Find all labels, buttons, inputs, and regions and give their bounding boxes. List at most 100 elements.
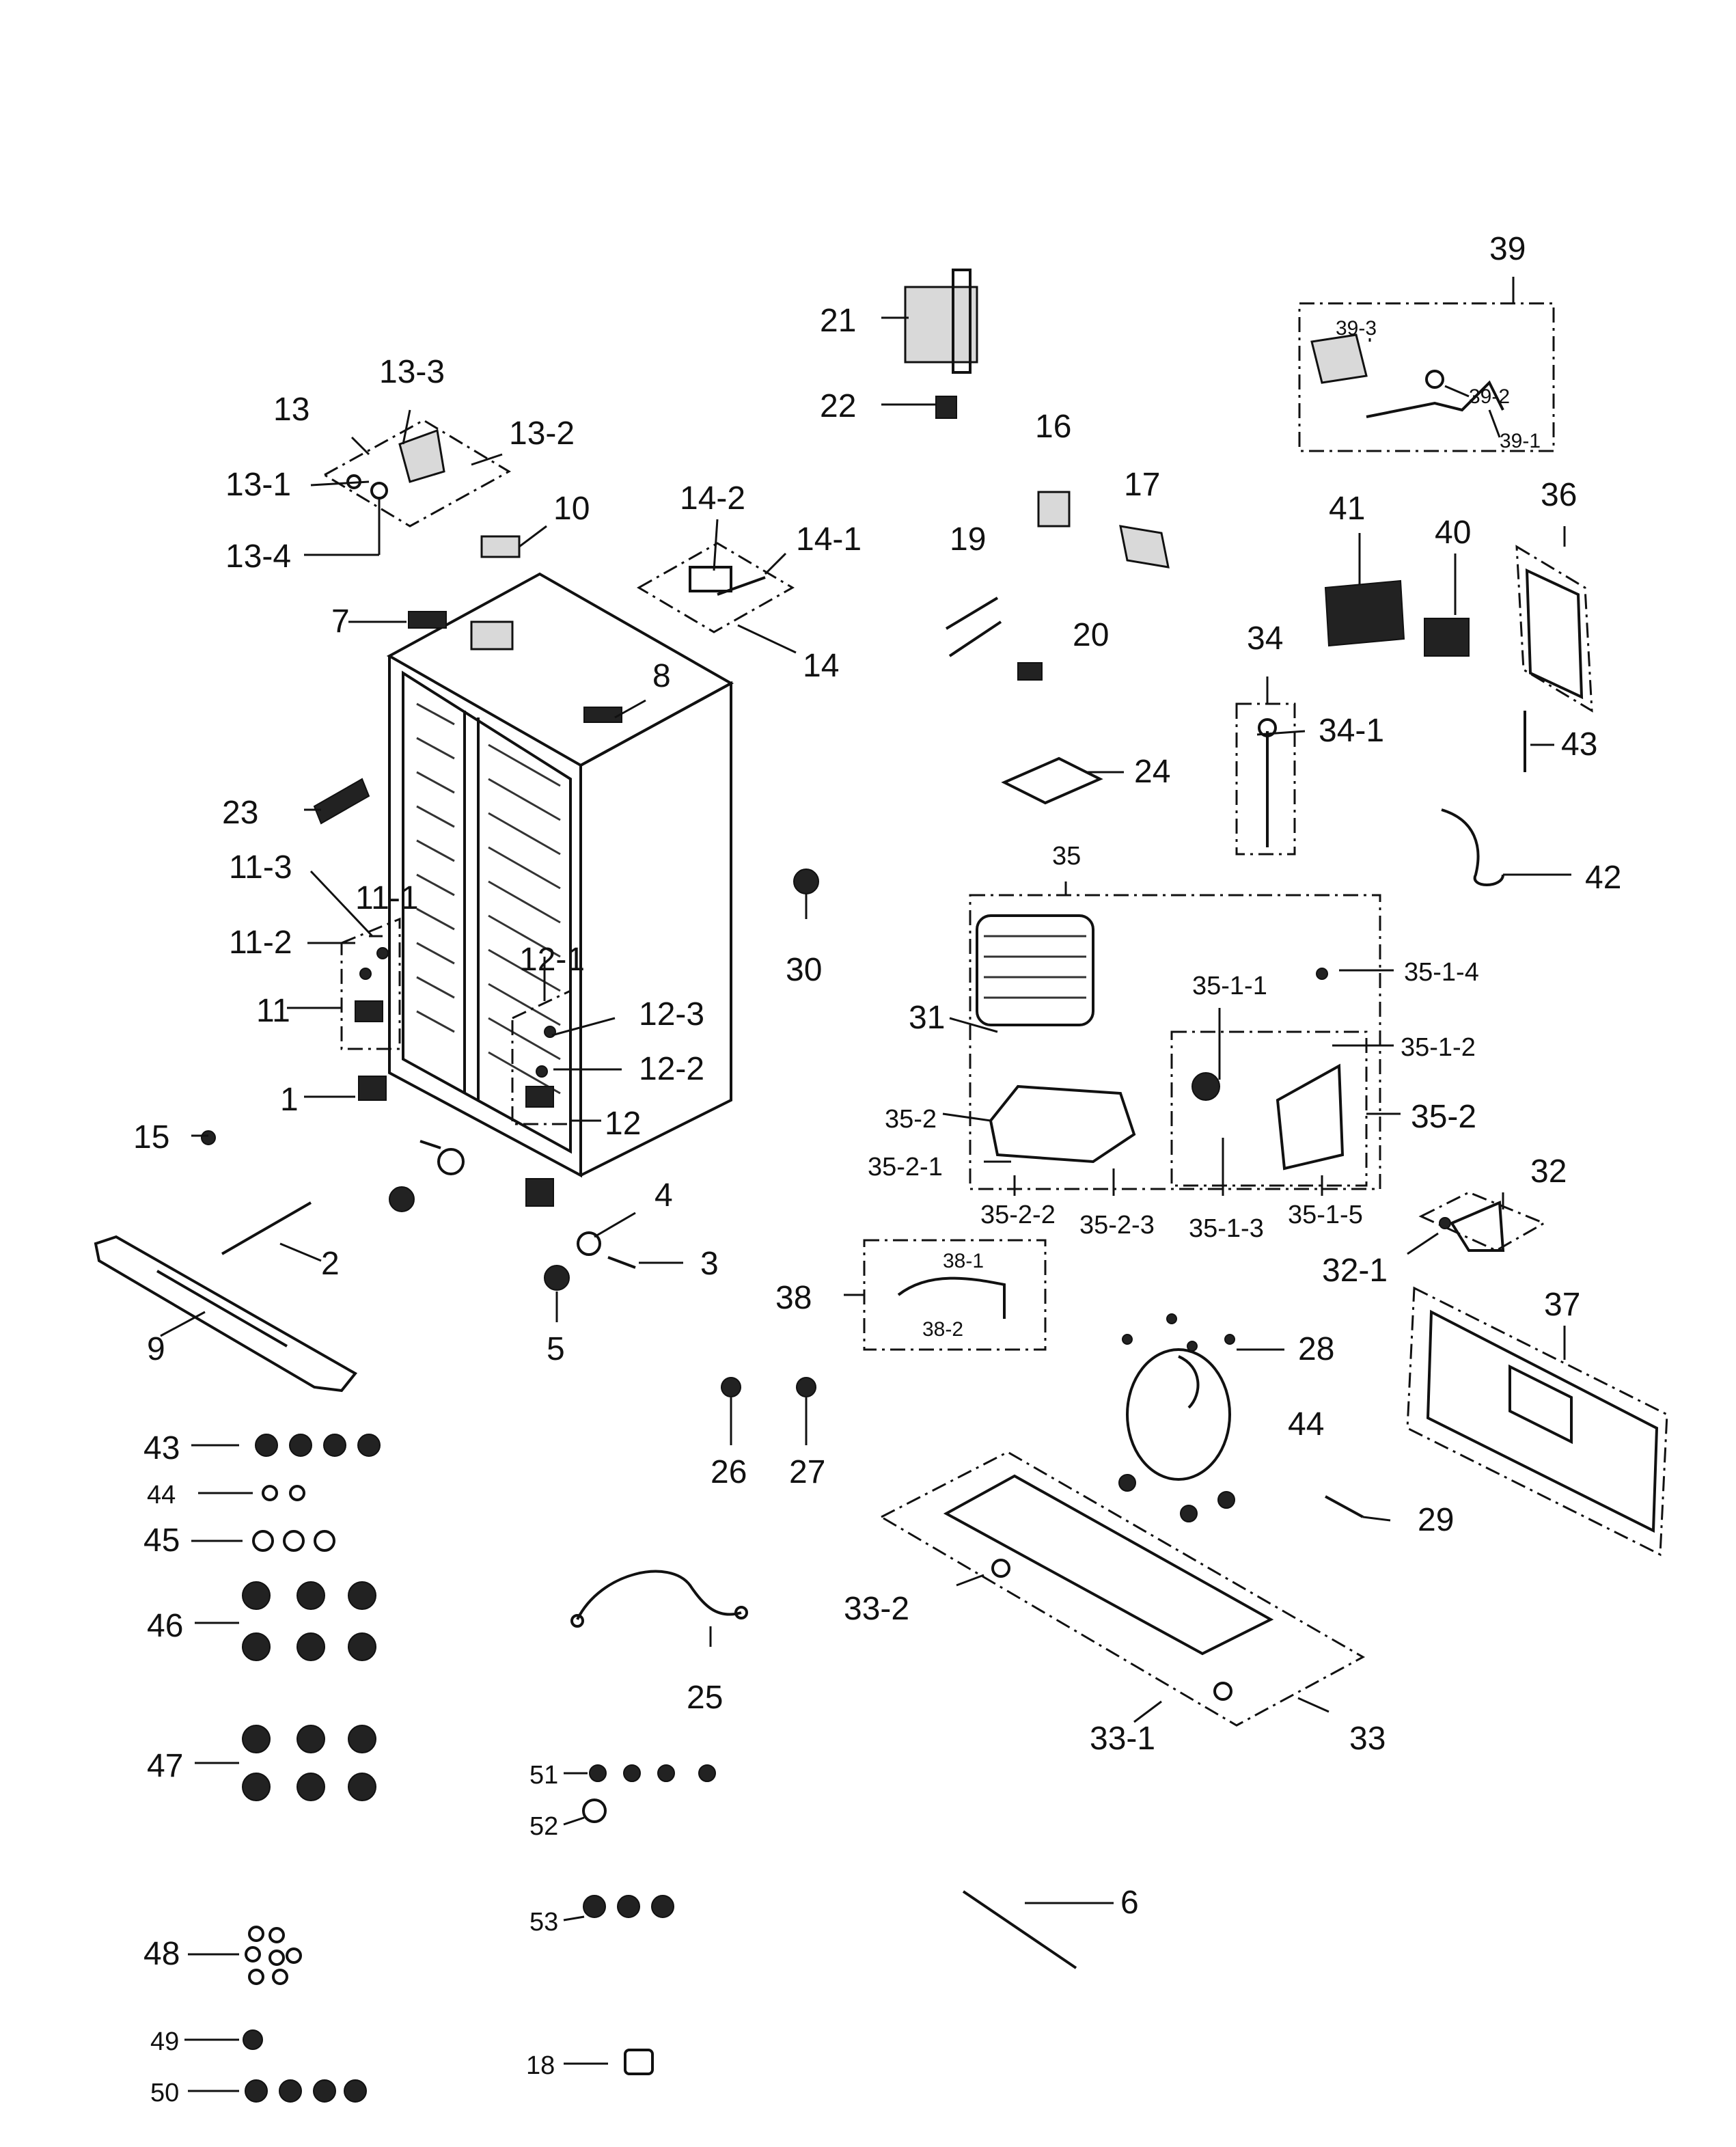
label-21: 21 [820, 303, 856, 339]
part-2-strip [221, 1201, 312, 1255]
label-33-1: 33-1 [1090, 1721, 1155, 1757]
part-labels: 7 1 2 3 4 5 8 9 10 11 11-1 11-2 11-3 12 … [133, 231, 1621, 2107]
part-24-heater [1001, 756, 1103, 805]
part-37-cover [1406, 1286, 1668, 1557]
label-52: 52 [529, 1812, 558, 1841]
label-12-1: 12-1 [519, 942, 585, 978]
label-36: 36 [1541, 477, 1577, 513]
refrigerator-cabinet [386, 572, 734, 1178]
label-34-1: 34-1 [1319, 713, 1384, 749]
label-45: 45 [143, 1522, 180, 1559]
label-38-1: 38-1 [943, 1250, 984, 1272]
hardware-49 [243, 2029, 263, 2050]
label-25: 25 [687, 1680, 723, 1716]
part-6-rod [962, 1890, 1077, 1969]
part-28-screws [1122, 1313, 1235, 1352]
label-1: 1 [280, 1082, 299, 1118]
label-41: 41 [1329, 491, 1365, 527]
part-foot-holder [525, 1178, 554, 1207]
part-12-assy [511, 989, 572, 1125]
part-8-bracket [583, 707, 622, 723]
part-13-hinge-assy [322, 419, 512, 528]
label-8: 8 [652, 658, 671, 694]
hardware-51 [589, 1764, 716, 1782]
hardware-44 [262, 1485, 305, 1501]
label-13-1: 13-1 [225, 467, 291, 503]
label-26: 26 [711, 1454, 747, 1490]
label-22: 22 [820, 388, 856, 424]
part-20-clip [1017, 662, 1043, 681]
label-19: 19 [950, 521, 986, 558]
part-39-assy [1298, 302, 1555, 452]
part-32-assy [1418, 1191, 1547, 1252]
label-50: 50 [150, 2079, 179, 2107]
label-3: 3 [700, 1246, 719, 1282]
label-31: 31 [909, 1000, 945, 1036]
hardware-53 [583, 1895, 674, 1918]
part-1-holder [358, 1076, 387, 1101]
hardware-45 [252, 1530, 335, 1552]
label-20: 20 [1073, 617, 1109, 653]
part-44-compressor [1118, 1348, 1235, 1522]
label-13: 13 [273, 392, 309, 428]
label-4: 4 [655, 1177, 673, 1214]
part-10-hinge [480, 535, 521, 558]
label-10: 10 [553, 491, 590, 527]
hardware-43 [255, 1434, 381, 1457]
label-38-2: 38-2 [922, 1318, 963, 1341]
label-32-1: 32-1 [1322, 1253, 1388, 1289]
label-51: 51 [529, 1761, 558, 1790]
label-29: 29 [1418, 1502, 1454, 1538]
part-25-wire [570, 1570, 748, 1628]
label-30: 30 [786, 952, 822, 988]
part-29-fitting [1325, 1495, 1364, 1518]
hardware-48 [245, 1926, 302, 1985]
part-4-bushing [577, 1231, 601, 1256]
label-48: 48 [143, 1936, 180, 1972]
part-17-bracket [1119, 525, 1170, 569]
part-23-bracket [313, 778, 370, 825]
hardware-52 [582, 1799, 607, 1823]
label-35-1-3: 35-1-3 [1189, 1214, 1264, 1243]
label-14-1: 14-1 [796, 521, 862, 558]
label-44-compressor: 44 [1288, 1406, 1324, 1442]
label-46: 46 [147, 1608, 183, 1644]
label-11: 11 [256, 993, 290, 1029]
label-13-3: 13-3 [379, 354, 445, 390]
label-9: 9 [147, 1331, 165, 1367]
part-5-leg [544, 1265, 570, 1291]
label-49: 49 [150, 2027, 179, 2056]
label-7: 7 [331, 603, 350, 640]
label-16: 16 [1035, 409, 1071, 445]
label-32: 32 [1530, 1153, 1567, 1190]
label-12: 12 [605, 1106, 641, 1142]
label-33: 33 [1349, 1721, 1386, 1757]
part-9-cover [94, 1235, 358, 1393]
label-35-1-1: 35-1-1 [1192, 972, 1267, 1000]
part-22-nut [935, 396, 957, 419]
label-35-2-3: 35-2-3 [1079, 1211, 1155, 1240]
part-34-assy [1235, 702, 1296, 856]
label-15: 15 [133, 1119, 169, 1155]
part-27-bushing [796, 1377, 816, 1397]
leader-lines [160, 277, 1571, 2092]
label-13-4: 13-4 [225, 538, 291, 575]
part-41-board [1324, 579, 1405, 647]
label-24: 24 [1134, 754, 1170, 790]
label-35-2-2: 35-2-2 [980, 1201, 1056, 1229]
label-35: 35 [1052, 842, 1081, 871]
part-7-bracket [408, 611, 447, 629]
part-33-base [879, 1451, 1366, 1727]
label-44-hardware: 44 [147, 1481, 176, 1509]
part-18-cap [624, 2049, 654, 2075]
label-6: 6 [1120, 1885, 1139, 1921]
part-15-screw [201, 1130, 216, 1145]
label-18: 18 [526, 2051, 555, 2080]
label-35-2-right: 35-2 [1411, 1099, 1476, 1135]
label-12-3: 12-3 [639, 996, 704, 1033]
part-16-holder [1037, 491, 1071, 528]
label-39-2: 39-2 [1469, 385, 1510, 408]
label-38: 38 [775, 1280, 812, 1316]
label-39: 39 [1489, 231, 1526, 267]
